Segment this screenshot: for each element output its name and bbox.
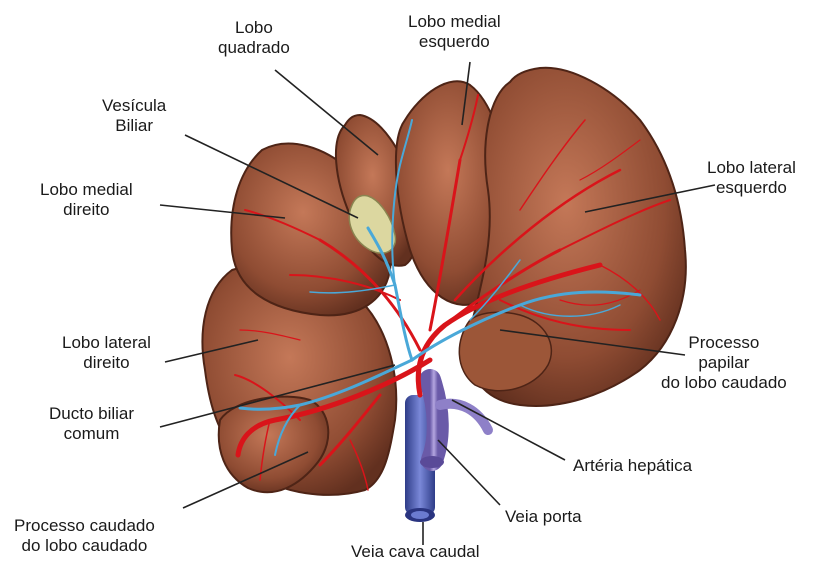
label-lobo-lateral-esquerdo: Lobo lateralesquerdo <box>707 158 796 198</box>
label-processo-caudado: Processo caudadodo lobo caudado <box>14 516 155 556</box>
label-vesicula-biliar: VesículaBiliar <box>102 96 166 136</box>
label-lobo-quadrado: Loboquadrado <box>218 18 290 58</box>
label-ducto-biliar-comum: Ducto biliarcomum <box>49 404 134 444</box>
label-lobo-medial-esquerdo: Lobo medialesquerdo <box>408 12 501 52</box>
label-arteria-hepatica: Artéria hepática <box>573 456 692 476</box>
label-veia-cava-caudal: Veia cava caudal <box>351 542 480 562</box>
veia-porta-vessel <box>420 380 488 468</box>
label-processo-papilar: Processopapilardo lobo caudado <box>661 333 787 393</box>
label-veia-porta: Veia porta <box>505 507 582 527</box>
label-lobo-lateral-direito: Lobo lateraldireito <box>62 333 151 373</box>
label-lobo-medial-direito: Lobo medialdireito <box>40 180 133 220</box>
